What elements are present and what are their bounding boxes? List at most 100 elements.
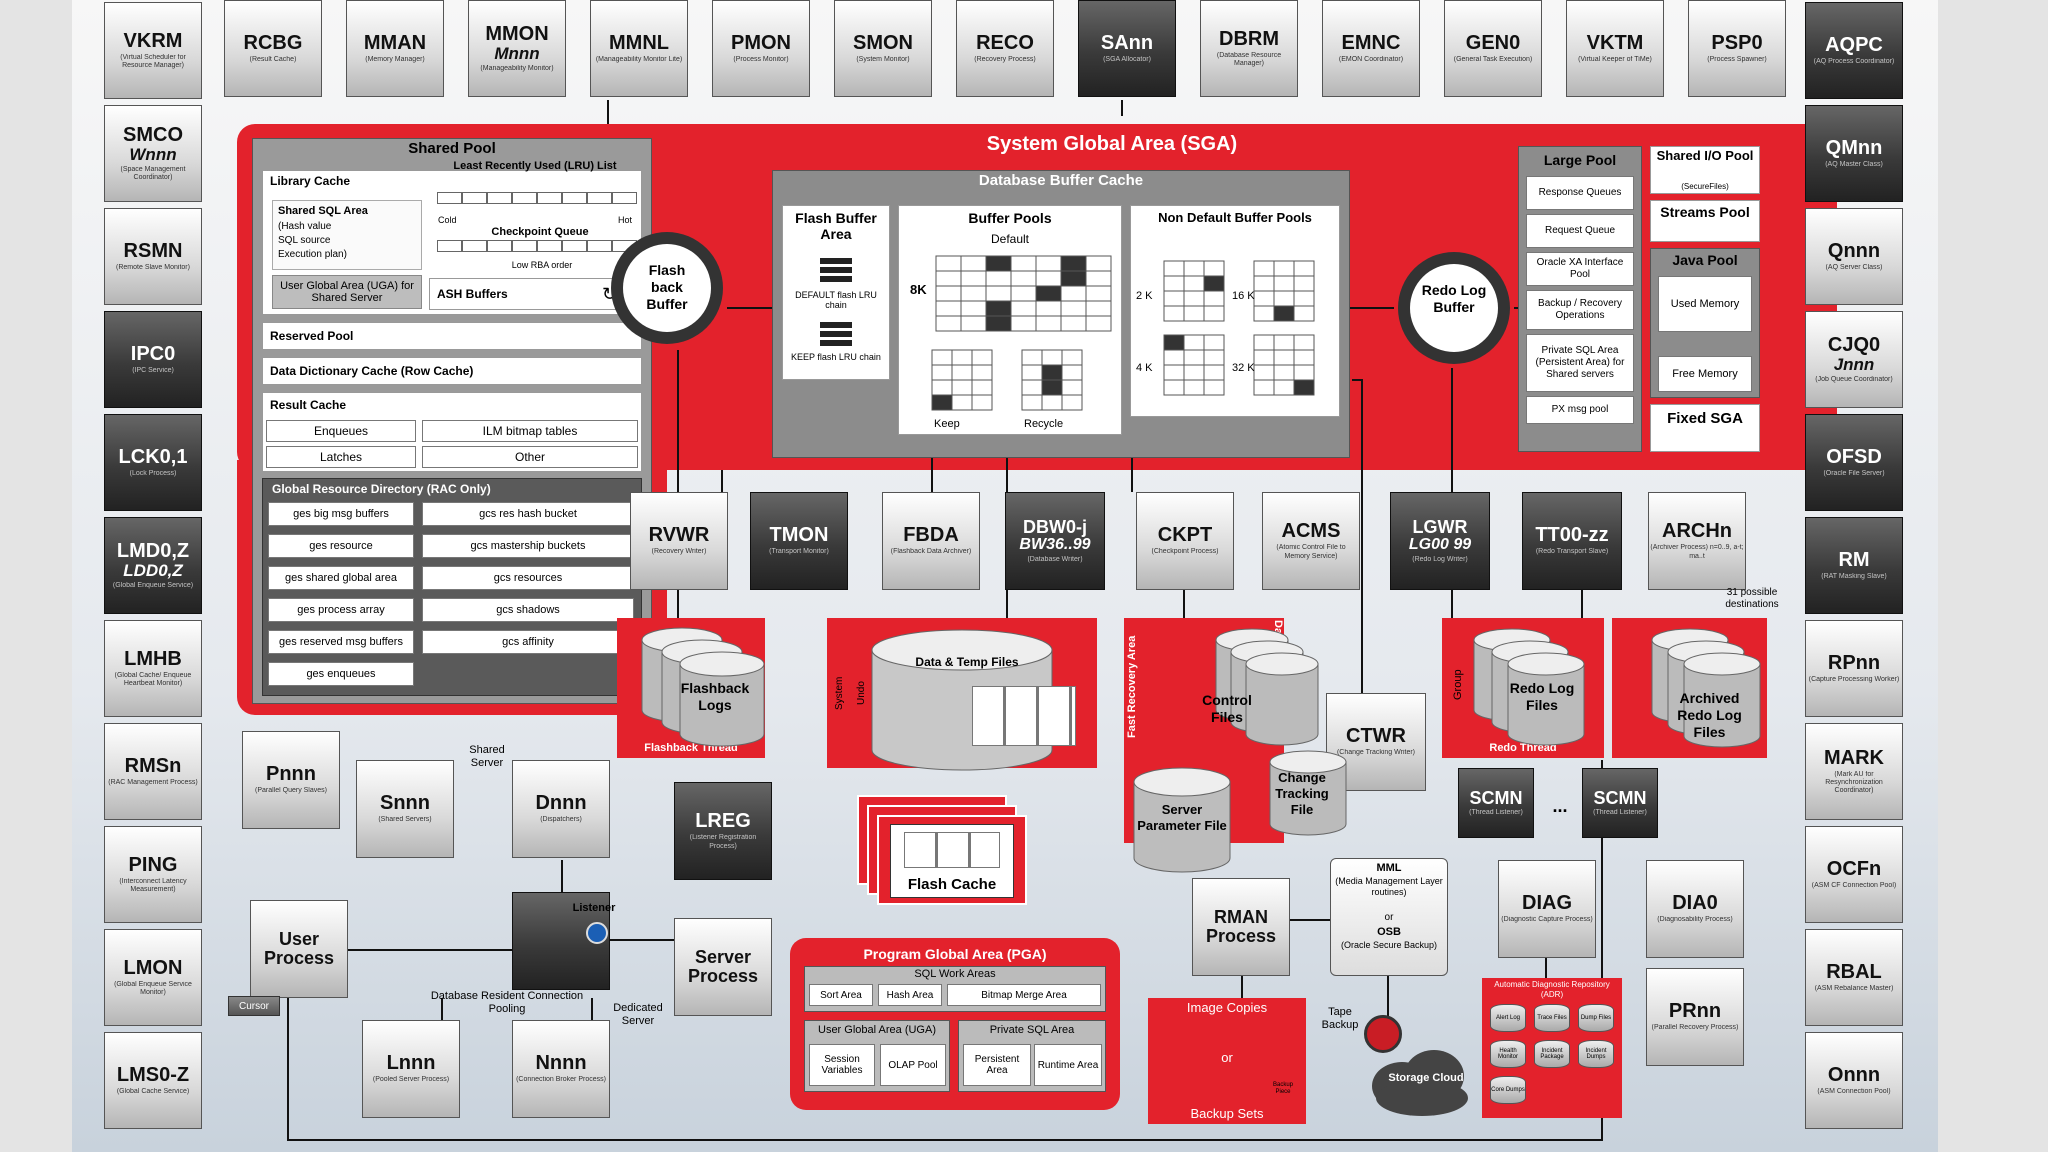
process-name: Snnn xyxy=(380,792,430,815)
backup-piece-label: Backup Piece xyxy=(1272,1082,1293,1095)
shared-sql-area xyxy=(272,200,422,270)
process-description: (Remote Slave Monitor) xyxy=(116,263,190,271)
spfile-label: Server Parameter File xyxy=(1137,802,1227,833)
psp0-process: PSP0(Process Spawner) xyxy=(1688,0,1786,97)
mml-line2: (Media Management Layer routines) xyxy=(1335,876,1443,897)
storage-cylinder xyxy=(679,651,765,747)
snnn-process: Snnn(Shared Servers) xyxy=(356,760,454,858)
process-description: (Redo Transport Slave) xyxy=(1535,548,1609,556)
large-pool-item: Response Queues xyxy=(1526,176,1634,210)
hot-label: Hot xyxy=(618,215,633,225)
adr-title: Automatic Diagnostic Repository (ADR) xyxy=(1494,980,1610,999)
mml-line4: OSB xyxy=(1377,926,1401,938)
scmn-process: SCMN(Thread Listener) xyxy=(1458,768,1534,838)
process-description: (ASM Connection Pool) xyxy=(1817,1087,1891,1095)
buffer-cell xyxy=(1085,315,1112,332)
process-name: TT00-zz xyxy=(1535,524,1609,547)
process-description: (AQ Process Coordinator) xyxy=(1813,57,1895,65)
buffer-cell xyxy=(1203,305,1225,322)
large-pool-item: Backup / Recovery Operations xyxy=(1526,290,1634,330)
rcbg-process: RCBG(Result Cache) xyxy=(224,0,322,97)
process-description: (ASM Rebalance Master) xyxy=(1814,984,1894,992)
shared-io-label: Shared I/O Pool xyxy=(1656,148,1754,163)
flashback-buffer-label: Flash back Buffer xyxy=(646,262,688,312)
ctwr-process: CTWR(Change Tracking Writer) xyxy=(1326,693,1426,791)
process-description: (Manageability Monitor) xyxy=(480,64,554,72)
process-description: (Database Writer) xyxy=(1027,555,1083,563)
process-description: (Process Monitor) xyxy=(733,55,789,63)
vkrm-process: VKRM(Virtual Scheduler for Resource Mana… xyxy=(104,2,202,99)
process-description: (Interconnect Latency Measurement) xyxy=(119,877,187,893)
user-process: User Process xyxy=(250,900,348,998)
process-description: (Dispatchers) xyxy=(540,816,582,824)
process-name: PSP0 xyxy=(1711,31,1763,54)
process-description: (IPC Service) xyxy=(132,366,174,374)
ckpt-process: CKPT(Checkpoint Process) xyxy=(1136,492,1234,590)
process-name: LMON xyxy=(123,956,183,979)
storage-cylinder xyxy=(1507,652,1585,746)
storage-cylinder xyxy=(1245,652,1319,746)
connector xyxy=(1352,379,1363,693)
process-description: (System Monitor) xyxy=(856,55,910,63)
rsmn-process: RSMN(Remote Slave Monitor) xyxy=(104,208,202,305)
process-description: (Parallel Query Slaves) xyxy=(255,787,327,795)
process-description: (ASM CF Connection Pool) xyxy=(1811,881,1897,889)
buffer-cell xyxy=(971,394,993,411)
grd-title: Global Resource Directory (RAC Only) xyxy=(272,482,491,496)
cylinder-top xyxy=(679,651,765,677)
process-name: DBRM xyxy=(1219,27,1279,50)
process-name: GEN0 xyxy=(1465,31,1521,54)
process-name: SMON xyxy=(853,31,913,54)
tt-process: TT00-zz(Redo Transport Slave) xyxy=(1522,492,1622,590)
ring-inner xyxy=(1410,264,1498,352)
pnnn-process: Pnnn(Parallel Query Slaves) xyxy=(242,731,340,829)
grd-item: gcs res hash bucket xyxy=(422,502,634,526)
process-description: (Virtual Scheduler for Resource Manager) xyxy=(120,53,186,69)
ofsd-process: OFSD(Oracle File Server) xyxy=(1805,414,1903,511)
process-name: QMnn xyxy=(1825,136,1883,159)
scmn2-process: SCMN(Thread Listener) xyxy=(1582,768,1658,838)
archive-destinations-note: 31 possible destinations xyxy=(1725,587,1779,610)
listener-icon xyxy=(586,922,608,944)
process-description: (Capture Processing Worker) xyxy=(1808,675,1900,683)
server-process: Server Process xyxy=(674,918,772,1016)
process-name: PING xyxy=(128,853,178,876)
used-memory: Used Memory xyxy=(1658,276,1752,332)
process-description: (RAC Management Process) xyxy=(108,778,198,786)
lck-process: LCK0,1(Lock Process) xyxy=(104,414,202,511)
redo-log-buffer xyxy=(1398,252,1510,364)
reserved-pool-label: Reserved Pool xyxy=(270,329,354,343)
process-description: (Change Tracking Writer) xyxy=(1336,749,1416,757)
rbal-process: RBAL(ASM Rebalance Master) xyxy=(1805,929,1903,1026)
process-description: (Oracle File Server) xyxy=(1823,469,1885,477)
process-name: SCMN xyxy=(1469,787,1523,808)
control-files-label: Control Files xyxy=(1202,692,1252,725)
undo-label: Undo xyxy=(856,681,867,705)
listener-label: Listener xyxy=(572,902,616,914)
shared-pool-title: Shared Pool xyxy=(408,140,496,157)
process-name: LCK0,1 xyxy=(118,445,188,468)
session-variables: Session Variables xyxy=(809,1044,875,1086)
process-name: CTWR xyxy=(1346,725,1406,748)
ilm-bitmap-tables: ILM bitmap tables xyxy=(422,420,638,442)
process-name-secondary: LG00 99 xyxy=(1408,536,1472,554)
cylinder-body xyxy=(1683,663,1761,748)
grd-item: ges big msg buffers xyxy=(268,502,414,526)
checkpoint-queue-label: Checkpoint Queue xyxy=(491,226,589,238)
cylinder-body xyxy=(1507,663,1585,746)
eight-k-label: 8K xyxy=(910,282,927,297)
group-label: Group xyxy=(1452,669,1464,700)
buffer-pools-label: Buffer Pools xyxy=(968,210,1052,226)
smon-process: SMON(System Monitor) xyxy=(834,0,932,97)
process-name: LGWR xyxy=(1412,517,1468,538)
process-name: RMSn xyxy=(124,754,182,777)
ring-inner xyxy=(623,244,711,332)
process-description: (Shared Servers) xyxy=(378,816,432,824)
size-2k: 2 K xyxy=(1136,290,1153,302)
process-name: Pnnn xyxy=(266,763,316,786)
shared-sql-item: Execution plan) xyxy=(278,249,347,260)
buffer-cache-title: Database Buffer Cache xyxy=(978,172,1144,189)
